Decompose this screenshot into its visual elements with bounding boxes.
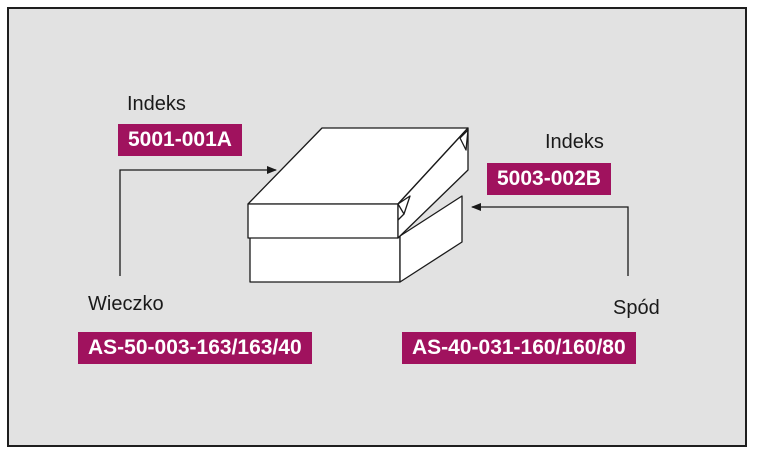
lid-title: Wieczko	[88, 293, 164, 315]
base-index-title: Indeks	[545, 131, 604, 153]
lid-index-title: Indeks	[127, 93, 186, 115]
base-title: Spód	[613, 297, 660, 319]
lid-connector	[119, 166, 277, 276]
base-index-code: 5003-002B	[487, 163, 611, 195]
box-lid	[247, 127, 469, 239]
lid-index-code: 5001-001A	[118, 124, 242, 156]
base-connector	[471, 203, 629, 276]
lid-code: AS-50-003-163/163/40	[78, 332, 312, 364]
base-code: AS-40-031-160/160/80	[402, 332, 636, 364]
